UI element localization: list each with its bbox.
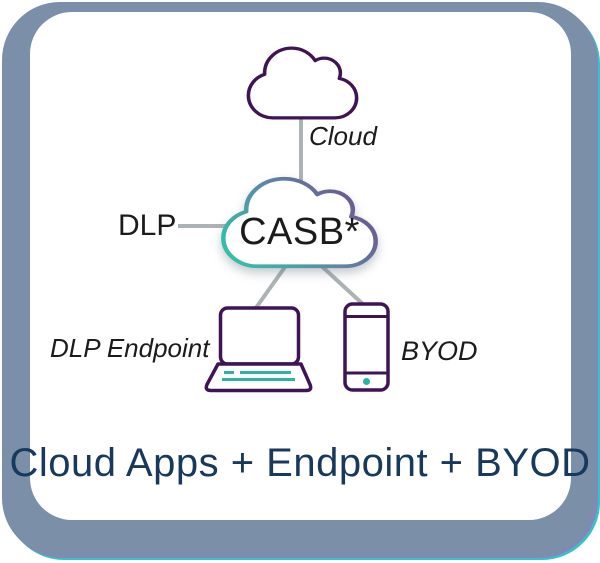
smartphone-icon xyxy=(343,302,390,392)
diagram-title: Cloud Apps + Endpoint + BYOD xyxy=(9,441,591,485)
home-button-dot xyxy=(363,378,370,385)
dlp-endpoint-label: DLP Endpoint xyxy=(50,333,210,363)
laptop-icon xyxy=(204,306,313,393)
casb-label: CASB* xyxy=(239,211,360,253)
cloud-icon xyxy=(246,46,359,120)
casb-gradient-cloud-icon xyxy=(221,176,378,269)
cloud-label: Cloud xyxy=(309,121,377,151)
byod-label: BYOD xyxy=(401,336,478,366)
dlp-label: DLP xyxy=(118,209,177,242)
